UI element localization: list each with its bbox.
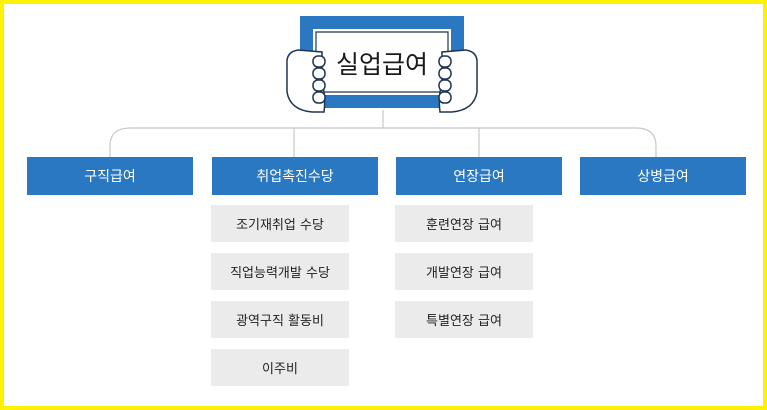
category-employment-promotion: 취업촉진수당 — [212, 157, 378, 195]
sub-item-early-reemployment: 조기재취업 수당 — [211, 205, 349, 242]
diagram-title: 실업급여 — [335, 50, 428, 79]
category-job-seeking: 구직급여 — [27, 157, 193, 195]
category-sickness: 상병급여 — [580, 157, 746, 195]
sub-item-relocation: 이주비 — [211, 349, 349, 386]
sub-item-training-extension: 훈련연장 급여 — [395, 205, 533, 242]
sub-item-development-extension: 개발연장 급여 — [395, 253, 533, 290]
sub-item-skills-development: 직업능력개발 수당 — [211, 253, 349, 290]
sub-item-wide-area-job-search: 광역구직 활동비 — [211, 301, 349, 338]
sub-item-special-extension: 특별연장 급여 — [395, 301, 533, 338]
category-extended: 연장급여 — [396, 157, 562, 195]
connector-tree — [109, 110, 657, 157]
